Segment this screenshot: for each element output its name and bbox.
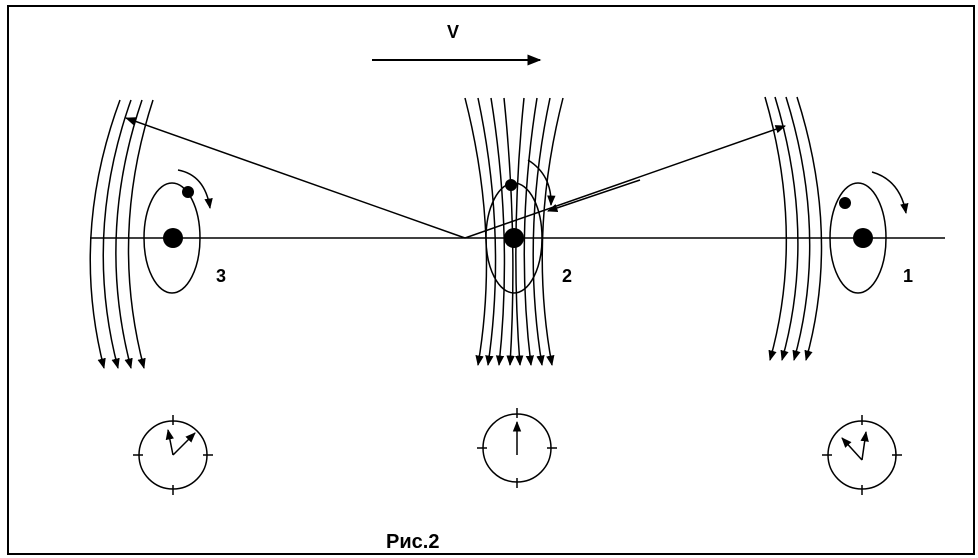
atom-1-orbit <box>829 182 887 294</box>
velocity-label: V <box>447 22 459 42</box>
atom-3-label: 3 <box>216 266 226 286</box>
middle-field-line-6 <box>523 97 538 367</box>
clock-left-hand-1 <box>165 428 174 456</box>
atom-2-electron <box>505 179 517 191</box>
right-field-line-1 <box>764 96 788 362</box>
atom-3: 3 <box>143 169 226 294</box>
atom-2: 2 <box>485 159 572 294</box>
left-field-line-2 <box>102 99 132 370</box>
atom-1-rotation-arrow <box>871 171 909 215</box>
figure-caption: Рис.2 <box>386 531 439 553</box>
light-ray-reflected-arrow <box>547 179 641 212</box>
atom-1-label: 1 <box>903 266 913 286</box>
figure-frame <box>7 5 975 555</box>
atom-3-nucleus <box>163 228 183 248</box>
clock-middle <box>477 408 557 488</box>
clock-right <box>822 415 902 495</box>
atom-2-rotation-arrow <box>527 159 556 207</box>
light-ray-to-left-wavefront <box>125 117 466 239</box>
left-field-line-1 <box>89 99 121 370</box>
middle-field-line-7 <box>532 97 551 367</box>
left-field-lines <box>89 99 154 370</box>
middle-field-line-2 <box>477 97 497 367</box>
atom-3-orbit <box>143 182 201 294</box>
atom-1-nucleus <box>853 228 873 248</box>
right-field-lines <box>764 96 823 362</box>
right-field-line-3 <box>785 96 811 362</box>
middle-field-line-3 <box>490 97 506 367</box>
light-ray-to-right-wavefront <box>464 125 786 239</box>
atom-2-nucleus <box>504 228 524 248</box>
atom-2-label: 2 <box>562 266 572 286</box>
atom-1-electron <box>839 197 851 209</box>
middle-field-line-8 <box>541 97 564 367</box>
clock-right-hand-1 <box>841 437 863 461</box>
left-field-line-3 <box>115 99 143 370</box>
right-field-line-4 <box>796 96 823 362</box>
clock-right-hand-2 <box>860 430 869 461</box>
atom-3-electron <box>182 186 194 198</box>
left-field-line-4 <box>127 99 154 370</box>
atom-3-rotation-arrow <box>177 169 213 210</box>
clock-left <box>133 415 213 495</box>
clock-left-hand-2 <box>172 432 196 456</box>
middle-field-lines <box>464 97 564 367</box>
atom-1: 1 <box>829 171 913 294</box>
right-field-line-2 <box>774 96 799 362</box>
